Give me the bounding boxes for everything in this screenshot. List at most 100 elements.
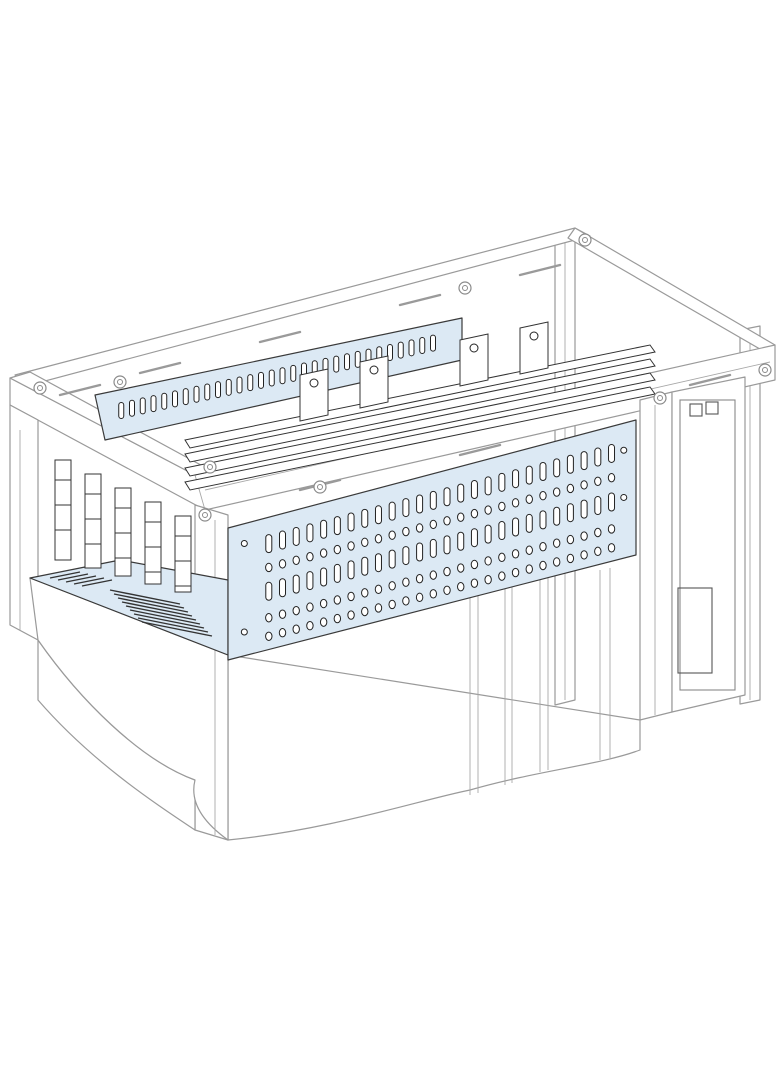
busbar-clamps [54,459,192,593]
panel-hole [470,578,479,588]
frame-bolt-hole [317,484,323,490]
panel-slot [215,381,221,399]
panel-hole [498,571,506,581]
panel-slot [333,516,341,536]
panel-bolt [620,446,628,454]
frame-bolt-hole [762,367,768,373]
panel-hole [278,559,287,569]
panel-slot [525,513,533,533]
frame-bolt-hole [657,395,663,401]
panel-slot [347,560,355,580]
panel-slot [265,581,273,601]
panel-hole [388,599,396,610]
panel-hole [388,581,396,591]
panel-hole [470,559,479,570]
panel-slot [512,517,520,537]
frame-bolts [33,233,772,522]
panel-hole [594,476,602,487]
panel-slot [388,549,396,569]
panel-slot [553,506,561,526]
panel-hole [594,546,602,557]
panel-hole [566,483,575,494]
panel-hole [552,538,561,548]
front-panel [227,419,637,661]
panel-slot [388,501,396,521]
rail-support-block [459,333,489,387]
panel-hole [347,591,355,602]
support-bolt [469,343,479,353]
panel-hole [552,557,561,567]
panel-hole [333,595,342,605]
panel-hole [402,577,410,587]
panel-hole [580,531,588,541]
panel-hole [539,490,547,501]
panel-slot [402,498,410,518]
panel-hole [374,534,383,544]
frame-bolt [313,480,327,494]
frame-bolt-hole [37,385,43,391]
panel-slot [279,530,287,550]
panel-hole [319,548,328,558]
frame-bolt [203,460,217,474]
panel-slot [484,476,492,496]
panel-slot [429,490,437,510]
panel-slot [539,510,547,530]
panel-bolt [240,628,248,636]
panel-slot [470,480,478,500]
panel-slot [265,534,273,554]
panel-hole [429,519,438,530]
panel-slot [306,523,314,543]
frame-bolt [758,363,772,377]
panel-slot [361,556,369,576]
panel-hole [525,494,533,504]
panel-hole [607,543,616,553]
panel-slot [498,521,506,541]
panel-hole [443,566,451,577]
panel-slot [443,487,451,507]
floor-slot [129,609,201,625]
panel-slot [594,447,602,467]
floor-slot [49,571,81,579]
panel-slot [258,371,264,389]
panel-slot [416,494,424,514]
floor-slot [117,597,189,613]
panel-slot [374,553,382,573]
panel-slot [580,499,588,519]
panel-slot [292,574,300,594]
panel-slot [608,443,616,463]
support-bolt [529,331,539,341]
panel-slot [236,376,243,394]
panel-slot [402,546,410,566]
panel-hole [402,596,410,606]
panel-hole [594,527,602,538]
panel-hole [457,512,465,522]
panel-hole [511,498,520,508]
panel-slot [344,353,350,371]
panel-hole [361,537,369,548]
floor-slot [133,613,205,629]
rail-support-block [299,368,329,422]
support-bolt [309,378,319,388]
frame-bolt [113,375,127,389]
panel-hole [278,609,287,619]
panel-slot [374,505,382,525]
busbar-clamp [84,473,102,569]
panel-hole [402,526,410,537]
floor-slot [109,589,181,605]
panel-slot [139,397,146,415]
panel-hole [265,613,273,623]
floor-slot [81,579,113,587]
panel-hole [457,563,465,573]
panel-slot [279,578,287,598]
panel-slot [429,538,437,558]
panel-hole [470,508,479,519]
panel-slot [594,496,602,516]
panel-hole [443,516,451,526]
panel-slot [247,374,254,392]
panel-hole [607,524,616,534]
panel-slot [470,528,478,548]
panel-hole [415,592,424,603]
frame-slot [458,443,502,457]
panel-slot [387,343,393,361]
